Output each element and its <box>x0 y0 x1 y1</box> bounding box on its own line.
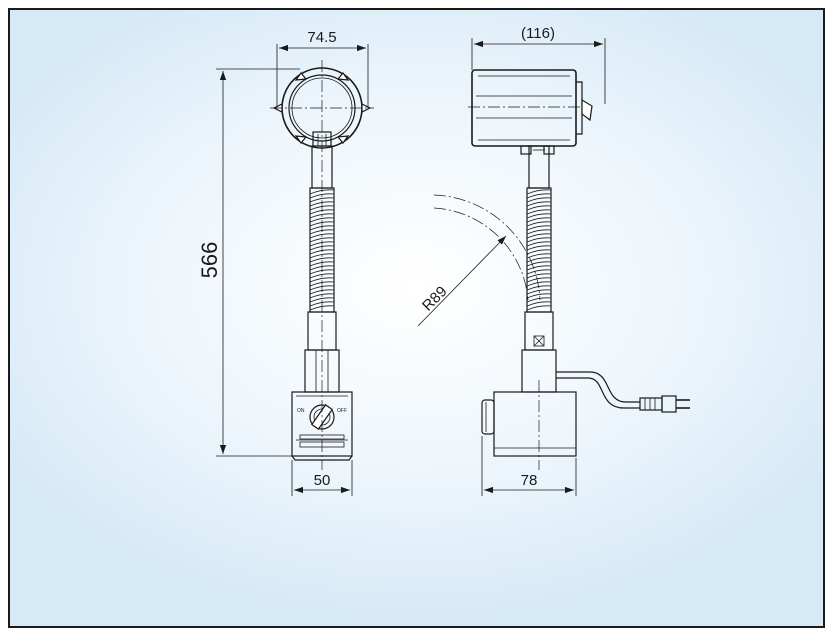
gooseneck-coil <box>526 257 552 263</box>
gooseneck-coil <box>526 189 552 195</box>
gooseneck-coil <box>526 277 552 283</box>
gooseneck-coil <box>526 261 552 267</box>
side-gooseneck <box>526 187 552 313</box>
dim-lamp-head-length-label: (116) <box>521 25 555 42</box>
gooseneck-coil <box>526 253 552 259</box>
gooseneck-coil <box>309 237 335 243</box>
gooseneck-coil <box>309 193 335 199</box>
dim-head-width-label: 74.5 <box>307 29 336 46</box>
gooseneck-coil <box>526 201 552 207</box>
gooseneck-coil <box>309 213 335 219</box>
gooseneck-coil <box>526 209 552 215</box>
gooseneck-coil <box>526 197 552 203</box>
gooseneck-coil <box>309 197 335 203</box>
gooseneck-coil <box>309 217 335 223</box>
gooseneck-coil <box>526 221 552 227</box>
side-view: R89 (116) <box>417 25 690 496</box>
gooseneck-coil <box>309 273 335 279</box>
gooseneck-coil <box>526 229 552 235</box>
dim-lamp-head-length: (116) <box>471 25 606 104</box>
dim-arm-radius: R89 <box>417 235 507 327</box>
dim-base-width-label: 50 <box>314 472 331 489</box>
gooseneck-coil <box>526 205 552 211</box>
switch-off-label: OFF <box>337 408 347 414</box>
gooseneck-coil <box>526 281 552 287</box>
gooseneck-coil <box>309 277 335 283</box>
gooseneck-coil <box>309 257 335 263</box>
gooseneck-coil <box>526 293 552 299</box>
gooseneck-coil <box>526 249 552 255</box>
front-view: ON OFF 74.5 566 50 <box>197 29 374 496</box>
dim-base-depth: 78 <box>481 436 577 496</box>
gooseneck-coil <box>526 217 552 223</box>
gooseneck-coil <box>526 289 552 295</box>
dim-overall-height-label: 566 <box>197 242 222 279</box>
dim-head-width: 74.5 <box>276 29 369 108</box>
arm-sweep-arcs <box>433 194 541 301</box>
gooseneck-coil <box>526 273 552 279</box>
dim-overall-height: 566 <box>197 68 300 457</box>
gooseneck-coil <box>526 233 552 239</box>
gooseneck-coil <box>526 193 552 199</box>
gooseneck-coil <box>526 301 552 307</box>
dim-arm-radius-label: R89 <box>419 283 450 314</box>
switch-on-label: ON <box>297 408 305 414</box>
gooseneck-coil <box>526 245 552 251</box>
gooseneck-coil <box>526 213 552 219</box>
gooseneck-coil <box>309 297 335 303</box>
gooseneck-coil <box>526 225 552 231</box>
gooseneck-coil <box>526 241 552 247</box>
drawing-frame <box>8 8 825 628</box>
gooseneck-coil <box>309 293 335 299</box>
gooseneck-coil <box>309 233 335 239</box>
gooseneck-coil <box>526 269 552 275</box>
gooseneck-coil <box>309 253 335 259</box>
gooseneck-coil <box>526 297 552 303</box>
power-cord <box>556 371 690 413</box>
gooseneck-coil <box>526 285 552 291</box>
side-upper-sleeve <box>528 145 550 189</box>
gooseneck-coil <box>526 265 552 271</box>
gooseneck-coil <box>526 305 552 311</box>
side-lamp-head <box>468 69 593 155</box>
dim-base-width: 50 <box>291 460 353 496</box>
gooseneck-coil <box>526 237 552 243</box>
side-magnetic-base <box>481 380 577 470</box>
dim-base-depth-label: 78 <box>521 472 538 489</box>
side-lower-sleeve <box>521 311 557 393</box>
